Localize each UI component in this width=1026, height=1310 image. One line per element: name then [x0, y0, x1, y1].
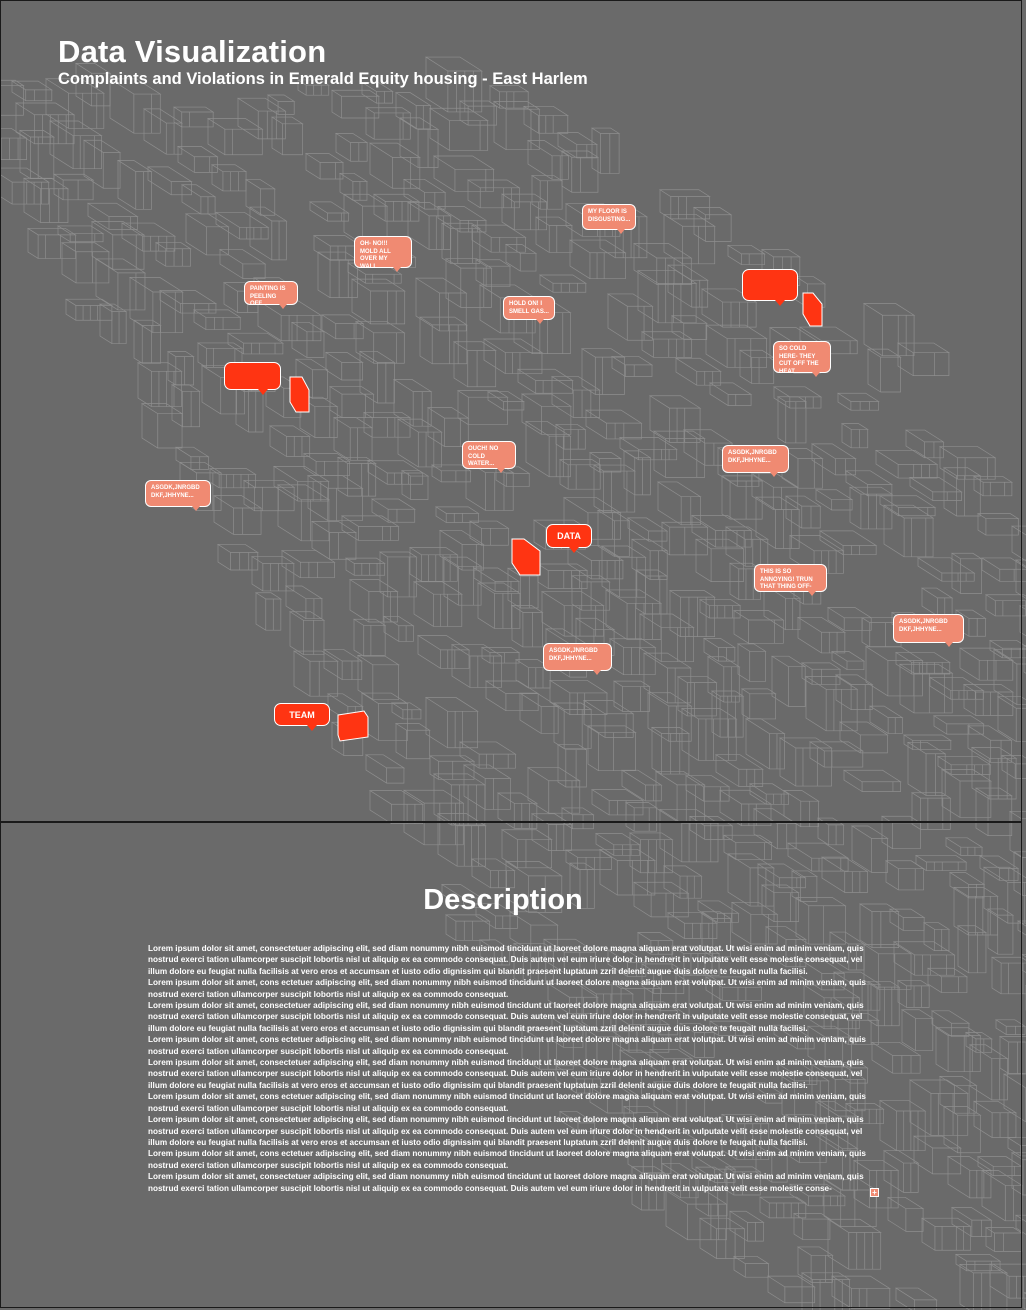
highlighted-building [511, 538, 541, 576]
highlighted-building [802, 292, 823, 327]
complaint-bubble: HOLD ON! I SMELL GAS... [503, 296, 555, 324]
team-callout: TEAM [274, 703, 330, 731]
description-paragraph: Lorem ipsum dolor sit amet, consectetuer… [148, 1115, 864, 1147]
description-paragraph: Lorem ipsum dolor sit amet, consectetuer… [148, 944, 864, 976]
complaint-bubble: OUCH! NO COLD WATER... [462, 441, 516, 473]
description-paragraph: Lorem ipsum dolor sit amet, cons ectetue… [148, 1092, 866, 1113]
description-paragraph: Lorem ipsum dolor sit amet, consectetuer… [148, 1001, 864, 1033]
complaint-bubble: THIS IS SO ANNOYING! TRUN THAT THING OFF… [754, 564, 827, 596]
description-paragraph: Lorem ipsum dolor sit amet, consectetuer… [148, 1058, 864, 1090]
complaint-bubble: SO COLD HERE- THEY CUT OFF THE HEAT... [773, 341, 831, 377]
description-paragraph: Lorem ipsum dolor sit amet, consectetuer… [148, 1172, 864, 1193]
description-body: Lorem ipsum dolor sit amet, consectetuer… [148, 943, 870, 1194]
complaint-bubble: PAINTING IS PEELING OFF... [244, 281, 298, 309]
alert-bubble [742, 269, 798, 306]
description-paragraph: Lorem ipsum dolor sit amet, cons ectetue… [148, 978, 866, 999]
complaint-bubble: ASGDK,JNRGBD DKF,JHHYNE... [145, 480, 211, 511]
description-paragraph: Lorem ipsum dolor sit amet, cons ectetue… [148, 1149, 866, 1170]
highlighted-building [289, 376, 310, 413]
complaint-bubble: MY FLOOR IS DISGUSTING... [582, 204, 636, 234]
complaint-bubble: ASGDK,JNRGBD DKF,JHHYNE... [893, 614, 964, 647]
text-overflow-plus-icon[interactable]: + [870, 1188, 879, 1197]
description-paragraph: Lorem ipsum dolor sit amet, cons ectetue… [148, 1035, 866, 1056]
page-subtitle: Complaints and Violations in Emerald Equ… [58, 70, 588, 88]
data-callout: DATA [546, 524, 592, 553]
highlighted-building [337, 710, 369, 742]
description-heading: Description [423, 884, 583, 916]
complaint-bubble: ASGDK,JNRGBD DKF,JHHYNE... [543, 643, 612, 675]
page-title: Data Visualization [58, 34, 327, 69]
complaint-bubble: OH- NO!!! MOLD ALL OVER MY WALL [354, 236, 412, 272]
alert-bubble [224, 362, 281, 395]
complaint-bubble: ASGDK,JNRGBD DKF,JHHYNE... [722, 445, 789, 477]
